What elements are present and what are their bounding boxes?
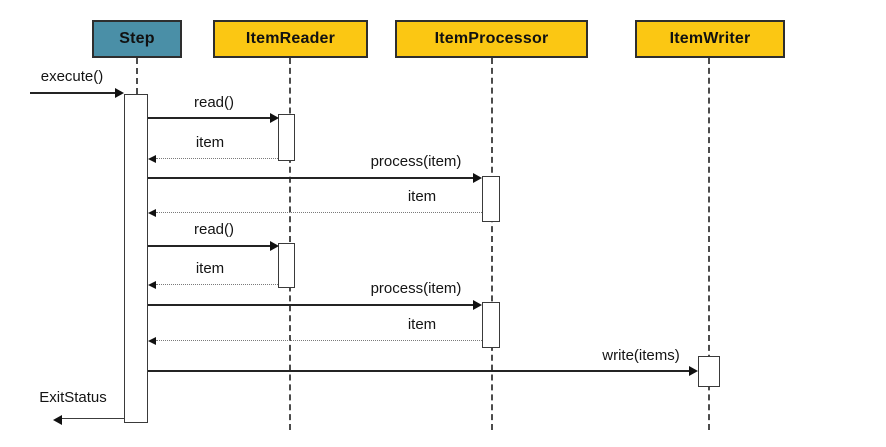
lifeline-step <box>136 58 138 94</box>
activation-itemprocessor-2 <box>482 302 500 348</box>
message-label-item-return-4: item <box>407 316 437 333</box>
message-line-item-return-1 <box>156 158 278 159</box>
actor-box-itemwriter: ItemWriter <box>635 20 785 58</box>
arrowhead-item-return-2 <box>148 209 156 217</box>
actor-label-itemprocessor: ItemProcessor <box>434 30 549 47</box>
arrowhead-write <box>689 366 698 376</box>
message-line-exitstatus <box>61 418 124 419</box>
arrowhead-item-return-1 <box>148 155 156 163</box>
activation-itemwriter <box>698 356 720 387</box>
message-label-process-1: process(item) <box>370 153 462 170</box>
message-label-item-return-3: item <box>195 260 225 277</box>
arrowhead-item-return-3 <box>148 281 156 289</box>
message-line-process-1 <box>148 177 473 179</box>
message-label-item-return-1: item <box>195 134 225 151</box>
actor-box-itemreader: ItemReader <box>213 20 368 58</box>
message-line-read-2 <box>148 245 270 247</box>
message-line-execute <box>30 92 115 94</box>
lifeline-itemprocessor <box>491 58 493 430</box>
message-label-exitstatus: ExitStatus <box>39 389 107 406</box>
arrowhead-read-1 <box>270 113 279 123</box>
message-label-item-return-2: item <box>407 188 437 205</box>
message-label-execute: execute() <box>40 68 104 85</box>
actor-label-itemwriter: ItemWriter <box>669 30 751 47</box>
activation-itemprocessor-1 <box>482 176 500 222</box>
arrowhead-item-return-4 <box>148 337 156 345</box>
message-label-read-2: read() <box>193 221 235 238</box>
message-line-item-return-4 <box>156 340 482 341</box>
message-line-write <box>148 370 689 372</box>
activation-step <box>124 94 148 423</box>
message-line-item-return-2 <box>156 212 482 213</box>
actor-box-itemprocessor: ItemProcessor <box>395 20 588 58</box>
arrowhead-process-1 <box>473 173 482 183</box>
actor-label-itemreader: ItemReader <box>245 30 336 47</box>
arrowhead-exitstatus <box>53 415 62 425</box>
arrowhead-process-2 <box>473 300 482 310</box>
message-line-process-2 <box>148 304 473 306</box>
message-label-write: write(items) <box>602 347 680 364</box>
lifeline-itemwriter <box>708 58 710 430</box>
arrowhead-execute <box>115 88 124 98</box>
message-line-item-return-3 <box>156 284 278 285</box>
actor-box-step: Step <box>92 20 182 58</box>
activation-itemreader-2 <box>278 243 295 288</box>
arrowhead-read-2 <box>270 241 279 251</box>
actor-label-step: Step <box>119 30 155 47</box>
activation-itemreader-1 <box>278 114 295 161</box>
message-line-read-1 <box>148 117 270 119</box>
message-label-read-1: read() <box>193 94 235 111</box>
message-label-process-2: process(item) <box>370 280 462 297</box>
